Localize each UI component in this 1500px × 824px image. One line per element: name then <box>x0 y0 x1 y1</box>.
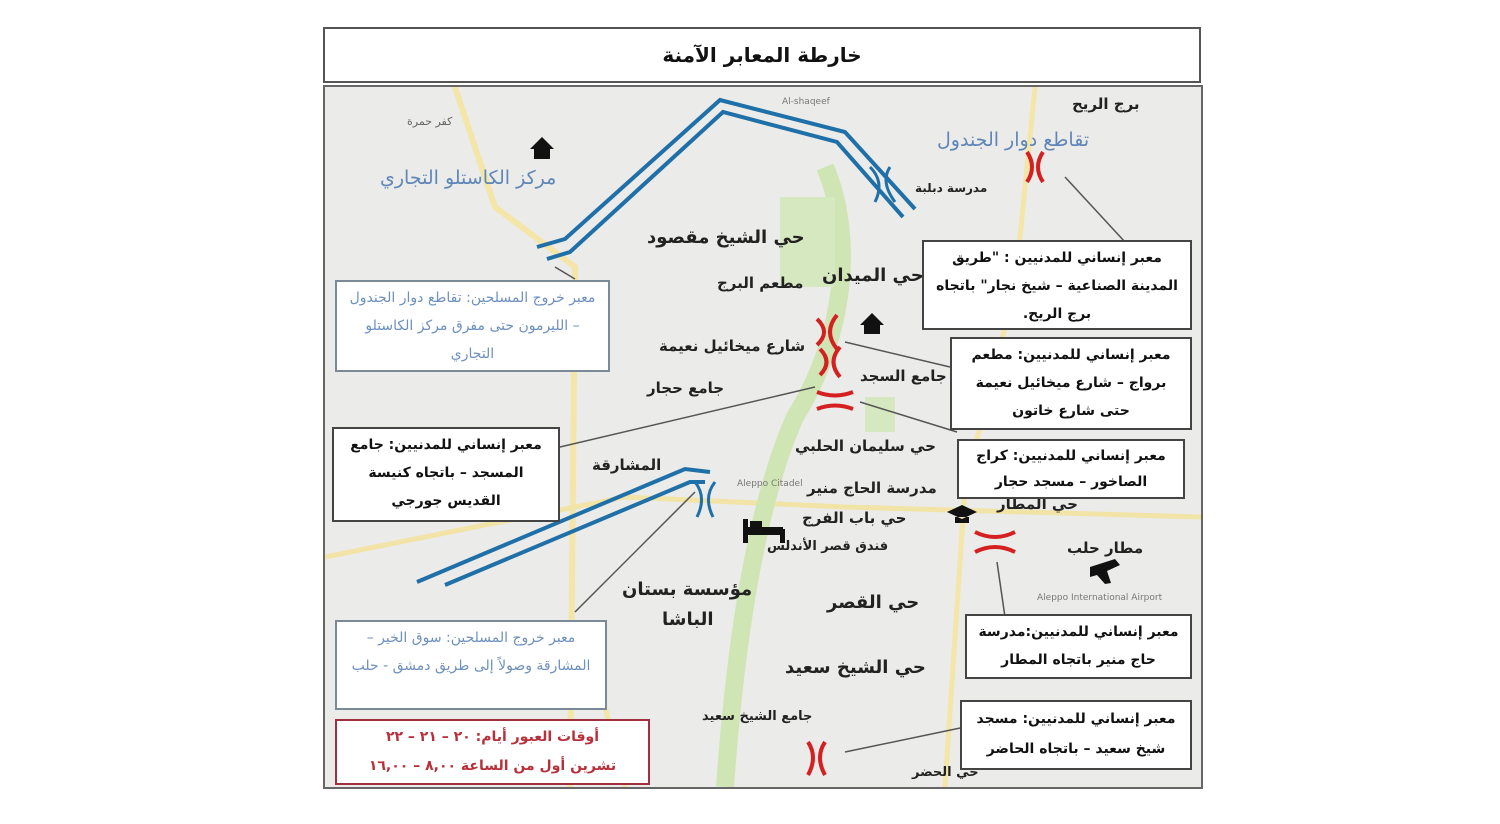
schedule-days: أوقات العبور أيام: ٢٠ – ٢١ – ٢٢ <box>385 729 600 745</box>
map-area: كفر حمرة مركز الكاستلو التجاري برج الريح… <box>323 85 1203 789</box>
label-bustan-basha-1: مؤسسة بستان <box>622 579 753 600</box>
label-school: مدرسة دبلبة <box>915 181 988 195</box>
house-icon <box>530 137 554 159</box>
label-en-shaqeef: Al-shaqeef <box>782 97 830 107</box>
callout-civilian-haj-munir: معبر إنساني للمدنيين:مدرسة حاج منير باتج… <box>965 614 1192 679</box>
crossing-marker-icon <box>974 530 1016 554</box>
armed-exit-route-south <box>416 466 711 587</box>
house-icon <box>860 313 884 334</box>
armed-exit-route-north <box>536 97 917 261</box>
label-kafr-hamra: كفر حمرة <box>407 115 453 128</box>
label-sheikh-saeed: حي الشيخ سعيد <box>785 657 926 678</box>
bed-icon <box>743 519 785 543</box>
label-jami-hajjar: جامع حجار <box>647 379 725 397</box>
label-suleiman-halabi: حي سليمان الحلبي <box>795 437 936 455</box>
label-jandool: تقاطع دوار الجندول <box>937 129 1090 151</box>
label-bab-alfaraj: حي باب الفرج <box>802 509 907 527</box>
label-en-citadel: Aleppo Citadel <box>737 479 803 489</box>
label-castello: مركز الكاستلو التجاري <box>380 167 557 189</box>
crossing-marker-icon <box>815 313 839 351</box>
callout-armed-exit-souq-alkhair: معبر خروج المسلحين: سوق الخير – المشارقة… <box>335 620 607 710</box>
callout-armed-exit-jandool: معبر خروج المسلحين: تقاطع دوار الجندول –… <box>335 280 610 372</box>
callout-civilian-jami-masjid: معبر إنساني للمدنيين: جامع المسجد – باتج… <box>332 427 560 522</box>
label-mikhail-naima: شارع ميخائيل نعيمة <box>659 337 806 355</box>
map-graphics <box>325 87 1201 787</box>
airplane-icon <box>1090 559 1120 584</box>
callout-civilian-industrial-city: معبر إنساني للمدنيين : "طريق المدينة الص… <box>922 240 1192 330</box>
callout-pointers <box>554 176 1126 753</box>
label-jami-alsajd: جامع السجد <box>860 367 947 385</box>
label-midan: حي الميدان <box>822 265 924 286</box>
schedule-hours: تشرين أول من الساعة ٨,٠٠ – ١٦,٠٠ <box>368 758 617 774</box>
crossing-schedule: أوقات العبور أيام: ٢٠ – ٢١ – ٢٢ تشرين أو… <box>335 719 650 785</box>
label-andalus-hotel: فندق قصر الأندلس <box>767 539 889 554</box>
map-title: خارطة المعابر الآمنة <box>323 27 1201 83</box>
crossing-marker-icon <box>868 165 897 203</box>
crossing-marker-icon <box>806 740 827 776</box>
label-masharqa: المشارقة <box>592 456 662 474</box>
crossing-marker-icon <box>1025 150 1045 184</box>
label-jami-sheikh-saeed: جامع الشيخ سعيد <box>702 709 813 724</box>
crossing-marker-icon <box>818 345 842 379</box>
crossing-marker-icon <box>816 390 854 411</box>
label-qasr: حي القصر <box>827 592 920 613</box>
civilian-crossings <box>806 150 1045 776</box>
callout-civilian-sakhour: معبر إنساني للمدنيين: كراج الصاخور – مسج… <box>957 439 1185 499</box>
callout-civilian-sheikh-saeed: معبر إنساني للمدنيين: مسجد شيخ سعيد – با… <box>960 700 1192 770</box>
label-bustan-basha-2: الباشا <box>662 609 714 630</box>
label-aleppo-airport: مطار حلب <box>1067 539 1144 557</box>
label-haj-munir: مدرسة الحاج منير <box>807 479 937 497</box>
label-mattar: حي المطار <box>997 495 1078 513</box>
label-burj-restaurant: مطعم البرج <box>717 274 804 292</box>
crossing-marker-icon <box>693 481 717 518</box>
callout-civilian-mikhail-naima: معبر إنساني للمدنيين: مطعم برواج – شارع … <box>950 337 1192 430</box>
label-sheikh-maqsoud: حي الشيخ مقصود <box>647 227 805 248</box>
label-burj-alrih: برج الريح <box>1072 95 1140 113</box>
label-en-airport: Aleppo International Airport <box>1037 593 1163 603</box>
graduation-cap-icon <box>947 505 977 523</box>
